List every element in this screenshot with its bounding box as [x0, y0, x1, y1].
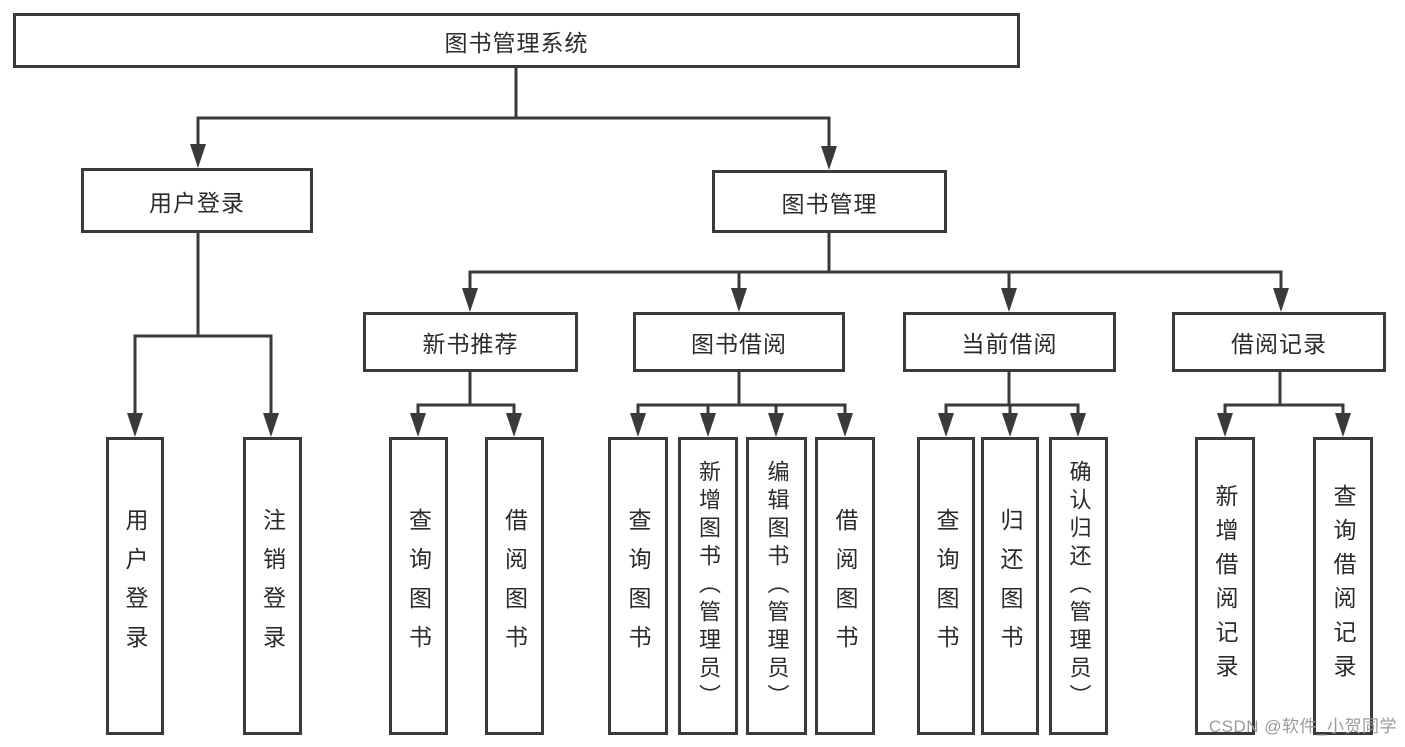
arrow-down-icon: [190, 144, 206, 168]
arrow-down-icon: [462, 288, 478, 312]
connector-paths: [133, 68, 1345, 414]
node-leaf-borrow-books-2: 借阅图书: [815, 437, 875, 735]
arrow-down-icon: [1001, 288, 1017, 312]
arrow-down-icon: [768, 413, 784, 437]
arrow-down-icon: [127, 413, 143, 437]
arrow-down-icon: [630, 413, 646, 437]
arrow-down-icon: [731, 288, 747, 312]
node-new-book-recommend: 新书推荐: [363, 312, 578, 372]
arrow-down-icon: [837, 413, 853, 437]
arrow-down-icon: [1002, 413, 1018, 437]
node-leaf-confirm-return-admin: 确认归还（管理员）: [1049, 437, 1108, 735]
node-book-management-branch: 图书管理: [712, 170, 947, 233]
node-leaf-borrow-books-1: 借阅图书: [485, 437, 544, 735]
node-leaf-return-book: 归还图书: [981, 437, 1039, 735]
arrow-down-icon: [821, 146, 837, 170]
node-root-library-system: 图书管理系统: [13, 13, 1020, 68]
node-book-borrow: 图书借阅: [633, 312, 845, 372]
node-user-login-branch: 用户登录: [81, 168, 313, 233]
arrow-down-icon: [506, 413, 522, 437]
node-leaf-user-login: 用户登录: [106, 437, 164, 735]
node-leaf-query-books-2: 查询图书: [608, 437, 668, 735]
node-leaf-query-books-1: 查询图书: [389, 437, 448, 735]
node-leaf-logout: 注销登录: [243, 437, 302, 735]
arrowhead-icons: [127, 144, 1351, 437]
arrow-down-icon: [700, 413, 716, 437]
csdn-watermark: CSDN @软件_小贺同学: [1208, 717, 1397, 736]
node-borrow-record: 借阅记录: [1172, 312, 1386, 372]
arrow-down-icon: [263, 413, 279, 437]
node-current-borrow: 当前借阅: [903, 312, 1116, 372]
node-leaf-add-book-admin: 新增图书（管理员）: [678, 437, 738, 735]
node-leaf-query-books-3: 查询图书: [917, 437, 975, 735]
arrow-down-icon: [938, 413, 954, 437]
arrow-down-icon: [1273, 288, 1289, 312]
node-leaf-add-borrow-record: 新增借阅记录: [1195, 437, 1255, 735]
node-leaf-query-borrow-record: 查询借阅记录: [1313, 437, 1373, 735]
arrow-down-icon: [1217, 413, 1233, 437]
node-leaf-edit-book-admin: 编辑图书（管理员）: [746, 437, 807, 735]
arrow-down-icon: [410, 413, 426, 437]
arrow-down-icon: [1070, 413, 1086, 437]
arrow-down-icon: [1335, 413, 1351, 437]
